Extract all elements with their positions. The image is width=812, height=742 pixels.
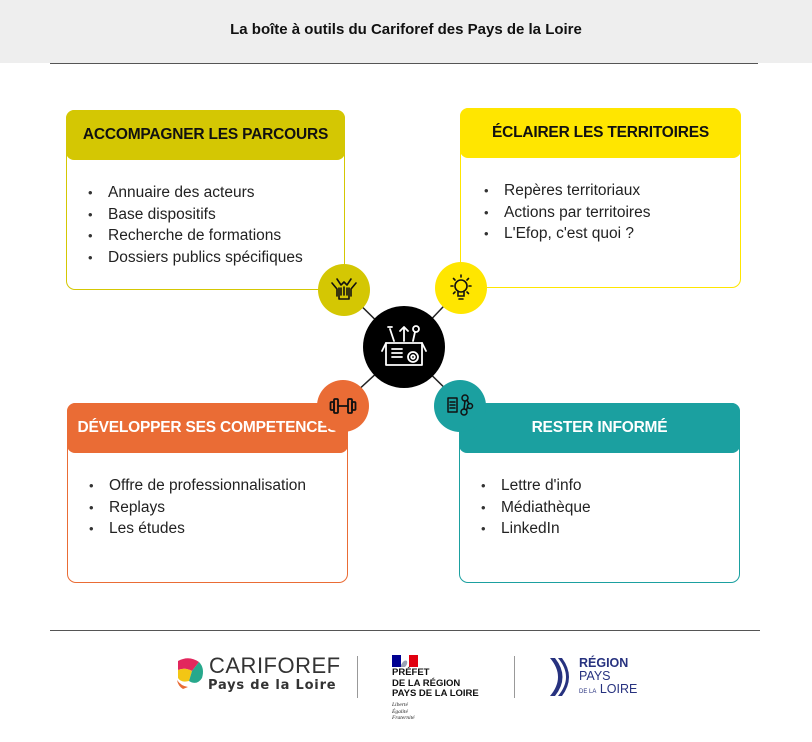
card-title-informe: RESTER INFORMÉ: [459, 403, 740, 453]
hands-together-icon: [318, 264, 370, 316]
cariforef-subtitle: Pays de la Loire: [208, 678, 337, 693]
list-item[interactable]: Médiathèque: [481, 497, 591, 519]
page-header: La boîte à outils du Cariforef des Pays …: [0, 0, 812, 63]
page-title: La boîte à outils du Cariforef des Pays …: [230, 21, 582, 38]
toolbox-icon: [363, 306, 445, 388]
card-list-accompagner: Annuaire des acteurs Base dispositifs Re…: [88, 182, 303, 268]
marianne-flag-icon: [392, 654, 418, 667]
list-item[interactable]: Repères territoriaux: [484, 180, 650, 202]
news-network-icon: [434, 380, 486, 432]
list-item[interactable]: LinkedIn: [481, 518, 591, 540]
list-item[interactable]: Dossiers publics spécifiques: [88, 247, 303, 269]
list-item[interactable]: Actions par territoires: [484, 202, 650, 224]
region-logo-icon: [548, 656, 576, 698]
card-title-developper: DÉVELOPPER SES COMPETENCES: [67, 403, 348, 453]
footer-separator: [514, 656, 515, 698]
list-item[interactable]: L'Efop, c'est quoi ?: [484, 223, 650, 245]
card-list-eclairer: Repères territoriaux Actions par territo…: [484, 180, 650, 245]
list-item[interactable]: Annuaire des acteurs: [88, 182, 303, 204]
cariforef-logo: [175, 656, 205, 690]
list-item[interactable]: Base dispositifs: [88, 204, 303, 226]
dumbbell-icon: [317, 380, 369, 432]
lightbulb-icon: [435, 262, 487, 314]
list-item[interactable]: Les études: [89, 518, 306, 540]
card-title-eclairer: ÉCLAIRER LES TERRITOIRES: [460, 108, 741, 158]
cariforef-name: CARIFOREF: [209, 653, 341, 678]
bottom-divider: [50, 630, 760, 631]
top-divider: [50, 63, 758, 64]
prefet-title: PRÉFET DE LA RÉGION PAYS DE LA LOIRE: [392, 667, 479, 699]
prefet-motto: Liberté Égalité Fraternité: [392, 702, 415, 721]
list-item[interactable]: Recherche de formations: [88, 225, 303, 247]
card-list-informe: Lettre d'info Médiathèque LinkedIn: [481, 475, 591, 540]
card-title-accompagner: ACCOMPAGNER LES PARCOURS: [66, 110, 345, 160]
list-item[interactable]: Offre de professionnalisation: [89, 475, 306, 497]
footer-separator: [357, 656, 358, 698]
list-item[interactable]: Replays: [89, 497, 306, 519]
card-list-developper: Offre de professionnalisation Replays Le…: [89, 475, 306, 540]
region-name: RÉGION PAYS DE LA LOIRE: [579, 656, 638, 696]
list-item[interactable]: Lettre d'info: [481, 475, 591, 497]
